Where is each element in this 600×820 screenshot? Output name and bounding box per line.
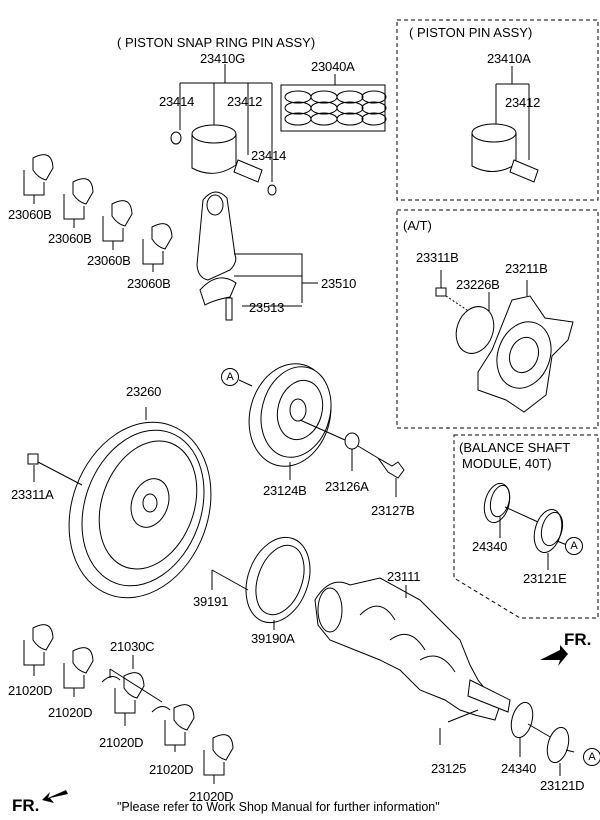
part-label-39191[interactable]: 39191 — [193, 594, 229, 609]
part-label-23311A[interactable]: 23311A — [11, 487, 54, 502]
drive-plate-assembly — [435, 270, 574, 413]
part-label-21020D-5[interactable]: 21020D — [189, 789, 234, 804]
ring-gear — [211, 536, 311, 630]
reference-marker-a-pulley: A — [221, 368, 239, 386]
part-label-23311B[interactable]: 23311B — [416, 250, 459, 265]
piston-right — [471, 123, 539, 183]
part-label-23414-right[interactable]: 23414 — [251, 148, 287, 163]
part-label-23410A[interactable]: 23410A — [487, 51, 531, 66]
group-title-at: (A/T) — [403, 218, 432, 233]
crankshaft — [314, 577, 511, 745]
connecting-rod — [196, 191, 318, 321]
part-label-23513[interactable]: 23513 — [249, 300, 285, 315]
part-label-23226B[interactable]: 23226B — [456, 277, 500, 292]
part-label-23111[interactable]: 23111 — [387, 569, 421, 584]
upper-bearing-shells — [23, 154, 173, 272]
reference-marker-a-balance: A — [565, 537, 583, 555]
part-label-23412-left[interactable]: 23412 — [227, 94, 263, 109]
group-title-balance-shaft-2: MODULE, 40T) — [462, 456, 552, 471]
piston-pin-assy-leaders — [495, 66, 530, 160]
part-label-23121E[interactable]: 23121E — [523, 571, 567, 586]
at-box — [396, 209, 599, 429]
part-label-23060B-2[interactable]: 23060B — [48, 231, 92, 246]
part-label-23412-right[interactable]: 23412 — [505, 95, 541, 110]
main-bearings — [23, 624, 234, 784]
part-label-21020D-1[interactable]: 21020D — [8, 683, 53, 698]
piston-rings — [284, 90, 387, 126]
part-label-21020D-2[interactable]: 21020D — [48, 705, 93, 720]
part-label-23510[interactable]: 23510 — [321, 276, 357, 291]
part-label-23040A[interactable]: 23040A — [311, 59, 355, 74]
group-title-balance-shaft-1: (BALANCE SHAFT — [459, 440, 571, 455]
group-title-piston-snap-ring-pin-assy: ( PISTON SNAP RING PIN ASSY) — [117, 35, 316, 50]
part-label-23125[interactable]: 23125 — [431, 761, 467, 776]
part-label-21030C[interactable]: 21030C — [110, 639, 155, 654]
part-label-23060B-3[interactable]: 23060B — [87, 253, 131, 268]
balance-shaft-sprockets — [483, 482, 568, 570]
part-label-23126A[interactable]: 23126A — [325, 479, 369, 494]
part-label-21020D-3[interactable]: 21020D — [99, 735, 144, 750]
part-label-23121D[interactable]: 23121D — [540, 778, 585, 793]
balance-shaft-box — [453, 434, 599, 619]
damper-pulley — [238, 363, 405, 497]
front-arrow-bottom-icon — [42, 790, 68, 803]
footer-note: "Please refer to Work Shop Manual for fu… — [117, 800, 440, 814]
part-label-23060B-1[interactable]: 23060B — [8, 207, 52, 222]
part-label-23211B[interactable]: 23211B — [505, 261, 548, 276]
front-direction-label-top: FR. — [564, 630, 592, 649]
reference-marker-a-crank: A — [583, 748, 600, 766]
part-label-23260[interactable]: 23260 — [126, 384, 162, 399]
part-label-23414-left[interactable]: 23414 — [159, 94, 195, 109]
part-label-23124B[interactable]: 23124B — [263, 483, 307, 498]
part-label-23410G[interactable]: 23410G — [200, 51, 246, 66]
part-label-21020D-4[interactable]: 21020D — [149, 762, 194, 777]
part-label-39190A[interactable]: 39190A — [251, 631, 295, 646]
front-direction-label-bottom: FR. — [12, 796, 40, 815]
flywheel — [27, 407, 212, 599]
part-label-23060B-4[interactable]: 23060B — [127, 276, 171, 291]
piston-left — [170, 124, 277, 196]
front-arrow-top-icon — [540, 645, 568, 666]
piston-pin-assy-box — [396, 19, 599, 201]
piston-assy-leaders — [179, 64, 336, 182]
group-title-piston-pin-assy: ( PISTON PIN ASSY) — [409, 25, 533, 40]
part-label-23127B[interactable]: 23127B — [371, 503, 415, 518]
part-label-24340-crank[interactable]: 24340 — [501, 761, 537, 776]
part-label-24340-balance[interactable]: 24340 — [472, 539, 508, 554]
crankshaft-sprockets — [510, 701, 575, 776]
